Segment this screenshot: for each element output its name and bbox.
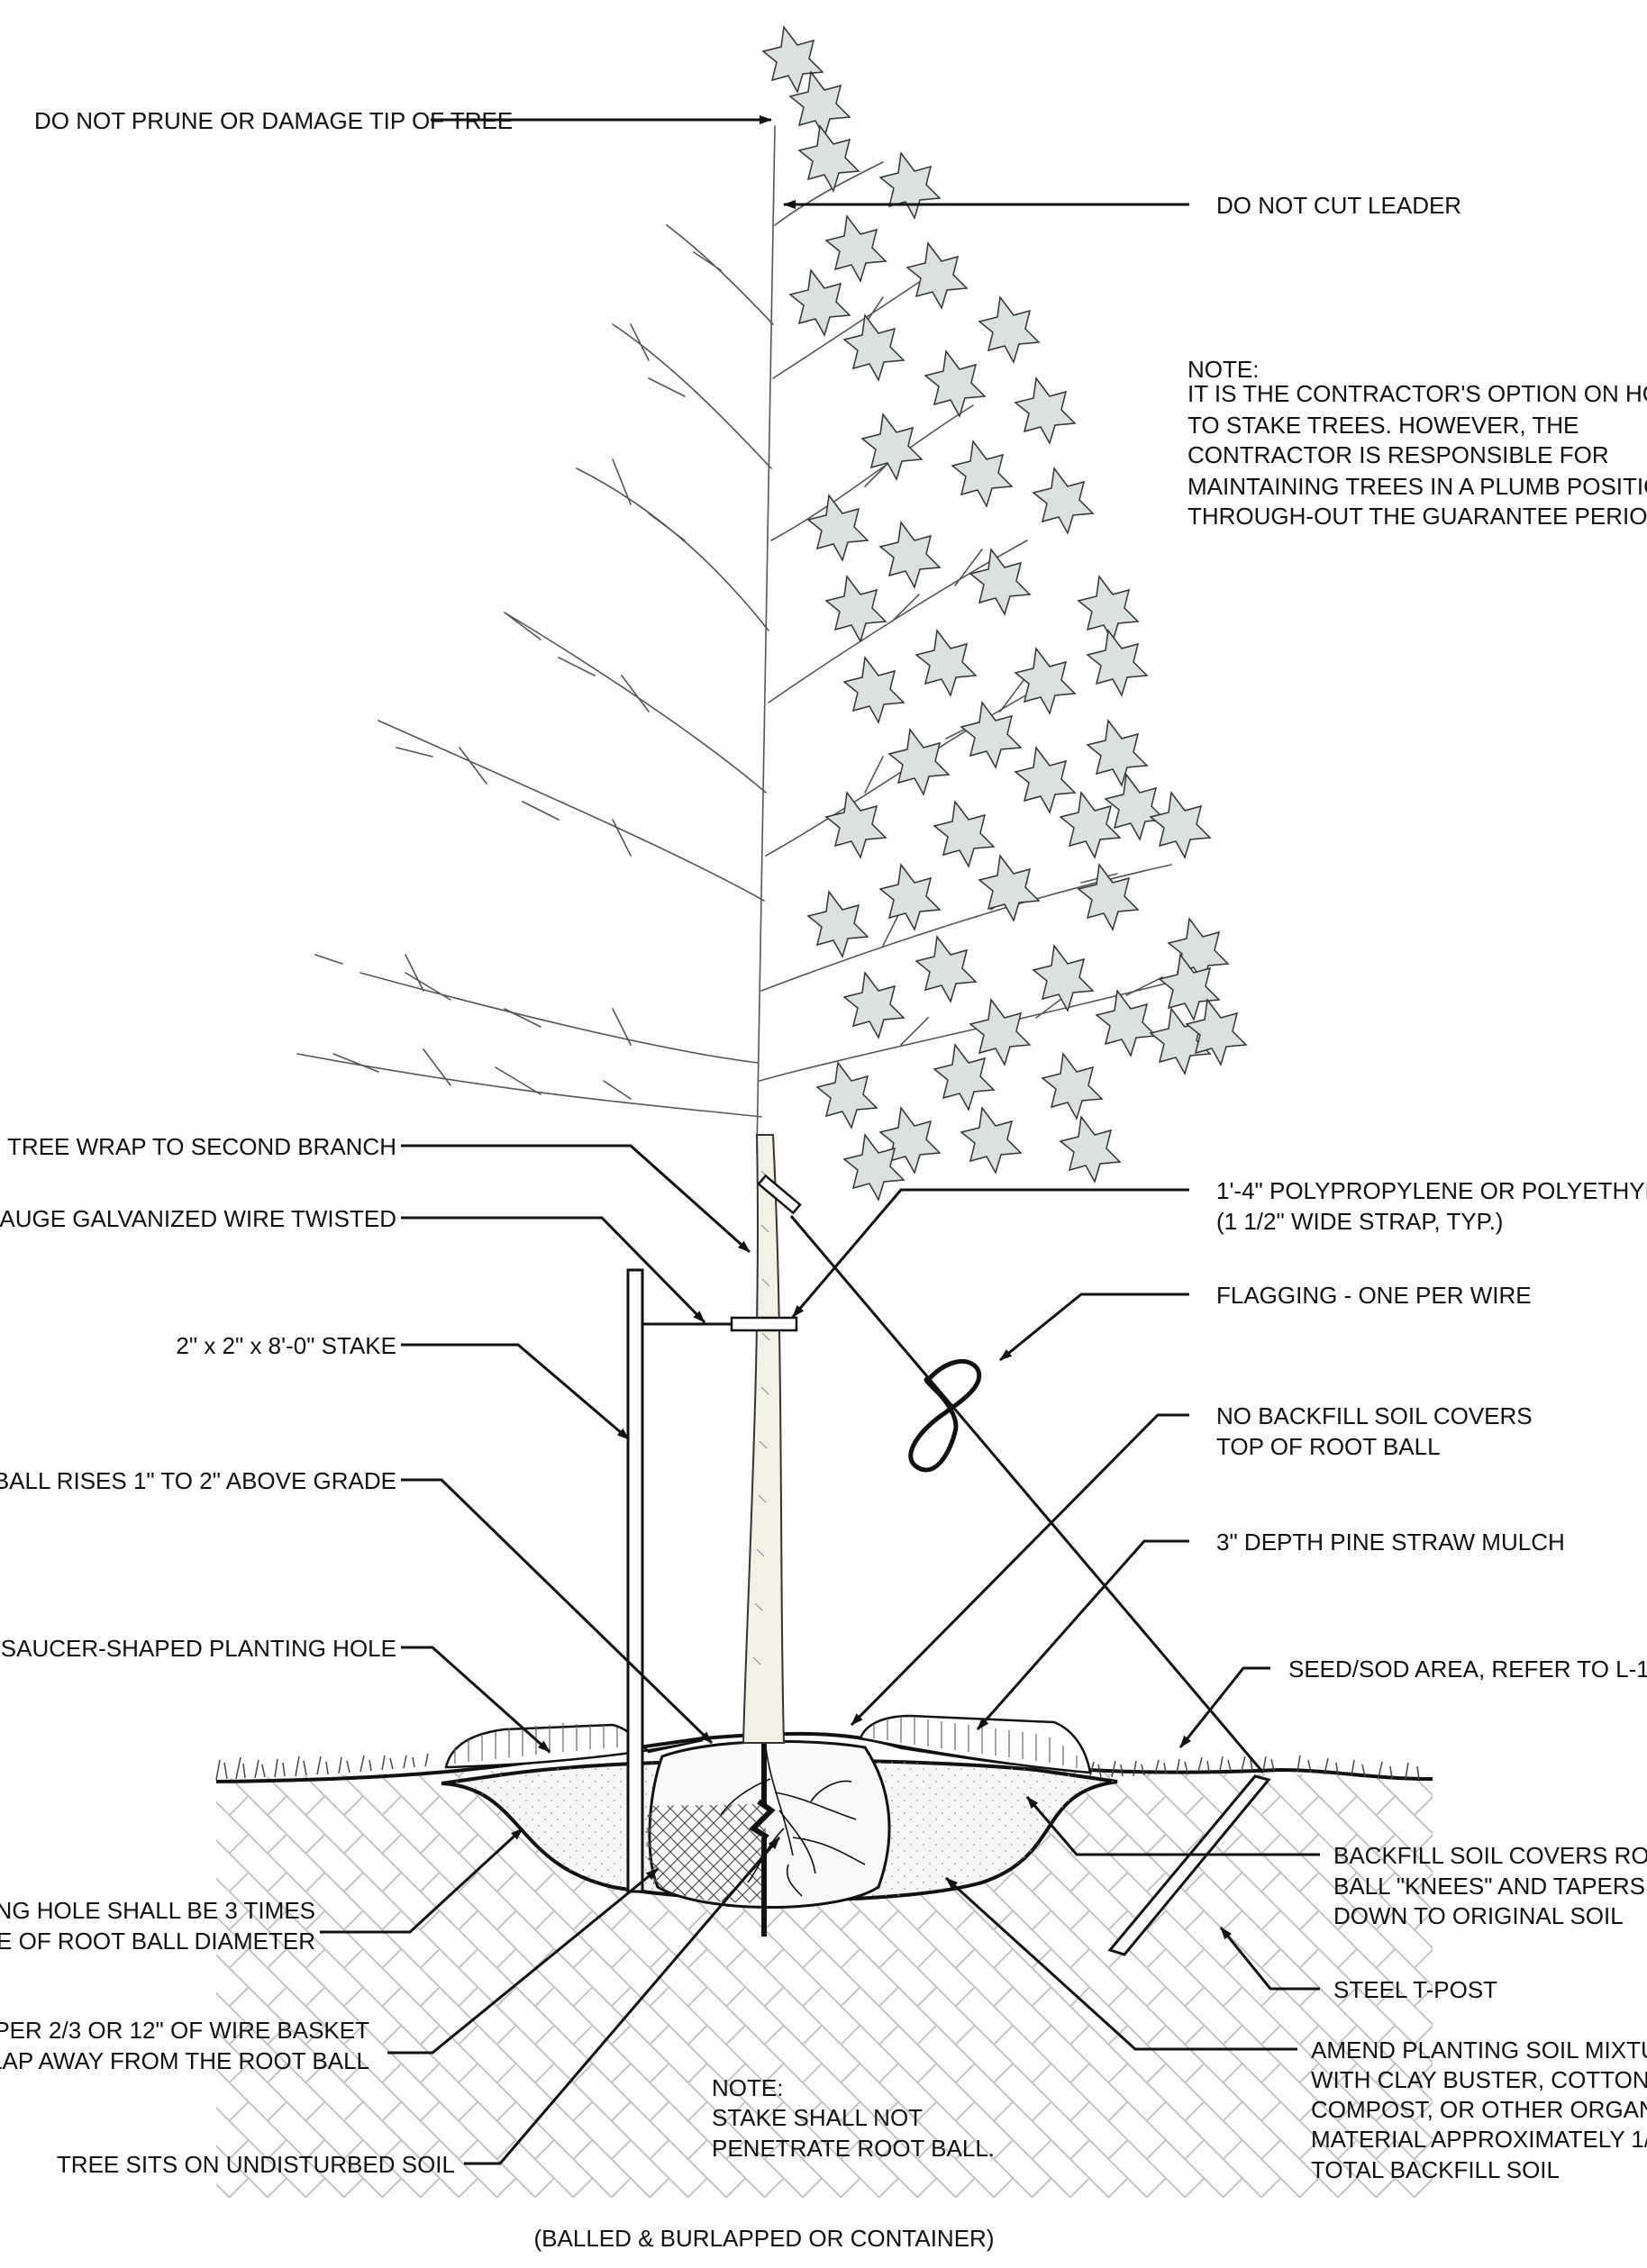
note-line-5: THROUGH-OUT THE GUARANTEE PERIOD. xyxy=(1187,503,1647,530)
strap-and-collar xyxy=(730,1174,802,1332)
label-amend-line-2: WITH CLAY BUSTER, COTTON xyxy=(1311,2066,1647,2093)
guy-wire xyxy=(789,1215,1265,1774)
tree-trunk xyxy=(742,1134,786,1744)
label-seed-sod: SEED/SOD AREA, REFER TO L-111 xyxy=(1288,1656,1647,1683)
label-t-post: STEEL T-POST xyxy=(1333,1976,1497,2003)
root-ball xyxy=(646,1739,891,1909)
label-root-ball-rises: ROOT BALL RISES 1" TO 2" ABOVE GRADE xyxy=(0,1467,396,1494)
label-flagging: FLAGGING - ONE PER WIRE xyxy=(1216,1282,1532,1309)
grass-right xyxy=(1089,1755,1420,1780)
note2-line-2: PENETRATE ROOT BALL. xyxy=(712,2135,995,2162)
mulch-right xyxy=(859,1714,1092,1774)
label-strap-line-2: (1 1/2" WIDE STRAP, TYP.) xyxy=(1216,1208,1503,1235)
label-basket-line-1: REMOVE UPPER 2/3 OR 12" OF WIRE BASKET xyxy=(0,2017,369,2044)
label-basket-line-2: AND BURLAP AWAY FROM THE ROOT BALL xyxy=(0,2047,369,2074)
label-no-backfill-line-1: NO BACKFILL SOIL COVERS xyxy=(1216,1402,1533,1429)
note-line-3: CONTRACTOR IS RESPONSIBLE FOR xyxy=(1187,441,1609,468)
note-line-1: IT IS THE CONTRACTOR'S OPTION ON HOW xyxy=(1187,380,1647,407)
label-strap-line-1: 1'-4" POLYPROPYLENE OR POLYETHYLENE xyxy=(1216,1177,1647,1204)
note2-line-1: STAKE SHALL NOT xyxy=(712,2104,923,2131)
label-mulch: 3" DEPTH PINE STRAW MULCH xyxy=(1216,1529,1565,1556)
label-amend-line-1: AMEND PLANTING SOIL MIXTURE xyxy=(1311,2037,1647,2064)
note2-title: NOTE: xyxy=(712,2074,783,2101)
label-tree-wrap: TREE WRAP TO SECOND BRANCH xyxy=(7,1133,396,1160)
note-line-2: TO STAKE TREES. HOWEVER, THE xyxy=(1187,412,1579,439)
wood-stake xyxy=(626,1268,732,1893)
label-undisturbed: TREE SITS ON UNDISTURBED SOIL xyxy=(57,2151,455,2178)
label-leader: DO NOT CUT LEADER xyxy=(1216,192,1461,219)
label-hole-line-2: SIZE OF ROOT BALL DIAMETER xyxy=(0,1928,315,1955)
tree-canopy-branches xyxy=(296,125,1208,1154)
note-line-4: MAINTAINING TREES IN A PLUMB POSITION xyxy=(1187,473,1647,500)
label-amend-line-3: COMPOST, OR OTHER ORGANIC xyxy=(1311,2096,1647,2123)
leader-lines xyxy=(320,115,1320,2165)
label-no-backfill-line-2: TOP OF ROOT BALL xyxy=(1216,1433,1441,1460)
callout-labels: DO NOT PRUNE OR DAMAGE TIP OF TREE DO NO… xyxy=(0,107,1647,2252)
caption: (BALLED & BURLAPPED OR CONTAINER) xyxy=(534,2225,995,2252)
label-tip: DO NOT PRUNE OR DAMAGE TIP OF TREE xyxy=(34,107,513,134)
undisturbed-soil xyxy=(216,1768,1433,2198)
label-backfill-line-1: BACKFILL SOIL COVERS ROOT xyxy=(1333,1842,1647,1869)
tree-leaves xyxy=(761,25,1248,1202)
label-hole-line-1: PLANTING HOLE SHALL BE 3 TIMES xyxy=(0,1897,315,1924)
label-wire: NO. 14 GAUGE GALVANIZED WIRE TWISTED xyxy=(0,1205,396,1232)
label-backfill-line-3: DOWN TO ORIGINAL SOIL xyxy=(1333,1902,1624,1929)
label-backfill-line-2: BALL "KNEES" AND TAPERS xyxy=(1333,1873,1645,1900)
grass-left xyxy=(215,1753,429,1781)
steel-t-post xyxy=(1107,1774,1271,1956)
label-amend-line-5: TOTAL BACKFILL SOIL xyxy=(1311,2156,1560,2183)
label-stake: 2" x 2" x 8'-0" STAKE xyxy=(176,1332,396,1359)
label-saucer: SAUCER-SHAPED PLANTING HOLE xyxy=(1,1635,396,1662)
label-amend-line-4: MATERIAL APPROXIMATELY 1/3 OF xyxy=(1311,2126,1647,2153)
note-title: NOTE: xyxy=(1187,356,1259,383)
